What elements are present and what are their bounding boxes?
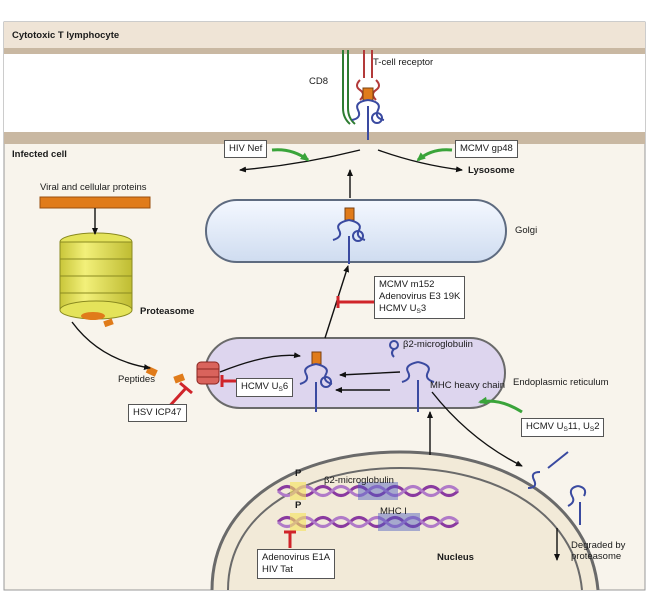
peptides-label: Peptides (118, 374, 155, 385)
cd8-receptor (342, 50, 356, 125)
degraded-mhc (527, 451, 587, 525)
mhc-golgi (332, 207, 366, 264)
dna-b2m (276, 482, 460, 500)
ctl-membrane-top (4, 48, 645, 54)
mhc-peptide-surface (351, 87, 385, 140)
inhibitor-bars (164, 296, 374, 548)
proteasome (59, 232, 133, 328)
gene-mhc-label: MHC I (380, 506, 407, 517)
hcmv-us6-text: HCMV US6 (241, 381, 289, 393)
lysosome-label: Lysosome (468, 165, 515, 176)
hcmv-us11-text: HCMV US11, US2 (526, 421, 600, 433)
green-arrows (271, 148, 523, 414)
gene-b2m-label: β2-microglobulin (324, 475, 394, 486)
hcmv-us3-text: HCMV US3 (379, 302, 427, 315)
degraded-label-1: Degraded by (571, 540, 626, 551)
tcr-label: T-cell receptor (373, 57, 434, 68)
dna-mhc (276, 513, 460, 531)
protein-bar (39, 196, 151, 209)
ctl-membrane-bottom (4, 132, 645, 138)
infected-cell-label: Infected cell (12, 149, 67, 160)
cd8-label: CD8 (309, 76, 329, 87)
hsv-icp47-box: HSV ICP47 (128, 404, 187, 422)
hiv-tat-text: HIV Tat (262, 563, 293, 575)
er-label: Endoplasmic reticulum (513, 377, 609, 388)
tap-transporter (196, 361, 220, 385)
viral-proteins-label: Viral and cellular proteins (40, 182, 147, 193)
golgi-inhibitor-box: MCMV m152 Adenovirus E3 19K HCMV US3 (374, 276, 466, 319)
proteasome-label: Proteasome (140, 306, 195, 317)
adenovirus-e3-text: Adenovirus E3 19K (379, 290, 461, 302)
tcr-receptor (356, 50, 380, 101)
b2m-er (389, 340, 399, 358)
ctl-label: Cytotoxic T lymphocyte (12, 30, 120, 41)
promoter-label-1: P (295, 468, 302, 479)
promoter-label-2: P (295, 500, 302, 511)
b2m-er-label: β2-microglobulin (403, 339, 473, 350)
hiv-nef-box: HIV Nef (224, 140, 268, 158)
adenovirus-e1a-text: Adenovirus E1A (262, 552, 331, 563)
mhc-heavy-chain-label: MHC heavy chain (430, 380, 505, 391)
mcmv-m152-text: MCMV m152 (379, 279, 435, 290)
golgi-label: Golgi (515, 225, 538, 236)
flow-arrows (71, 149, 560, 561)
ctl-header-band (4, 22, 645, 50)
peptide-fragment-2 (173, 373, 186, 384)
mhc-loaded-er (299, 351, 333, 412)
mcmv-gp48-box: MCMV gp48 (455, 140, 518, 158)
hsv-icp47-text: HSV ICP47 (133, 407, 182, 418)
nucleus-inhibitor-box: Adenovirus E1A HIV Tat (257, 549, 336, 579)
nucleus-label: Nucleus (437, 552, 474, 563)
infected-membrane (4, 138, 645, 144)
mcmv-gp48-text: MCMV gp48 (460, 143, 513, 154)
degraded-label-2: proteasome (571, 551, 622, 562)
hcmv-us6-box: HCMV US6 (236, 378, 294, 398)
mhc-heavy-er (401, 361, 435, 412)
hiv-nef-text: HIV Nef (229, 143, 263, 154)
hcmv-us11-box: HCMV US11, US2 (521, 418, 605, 438)
